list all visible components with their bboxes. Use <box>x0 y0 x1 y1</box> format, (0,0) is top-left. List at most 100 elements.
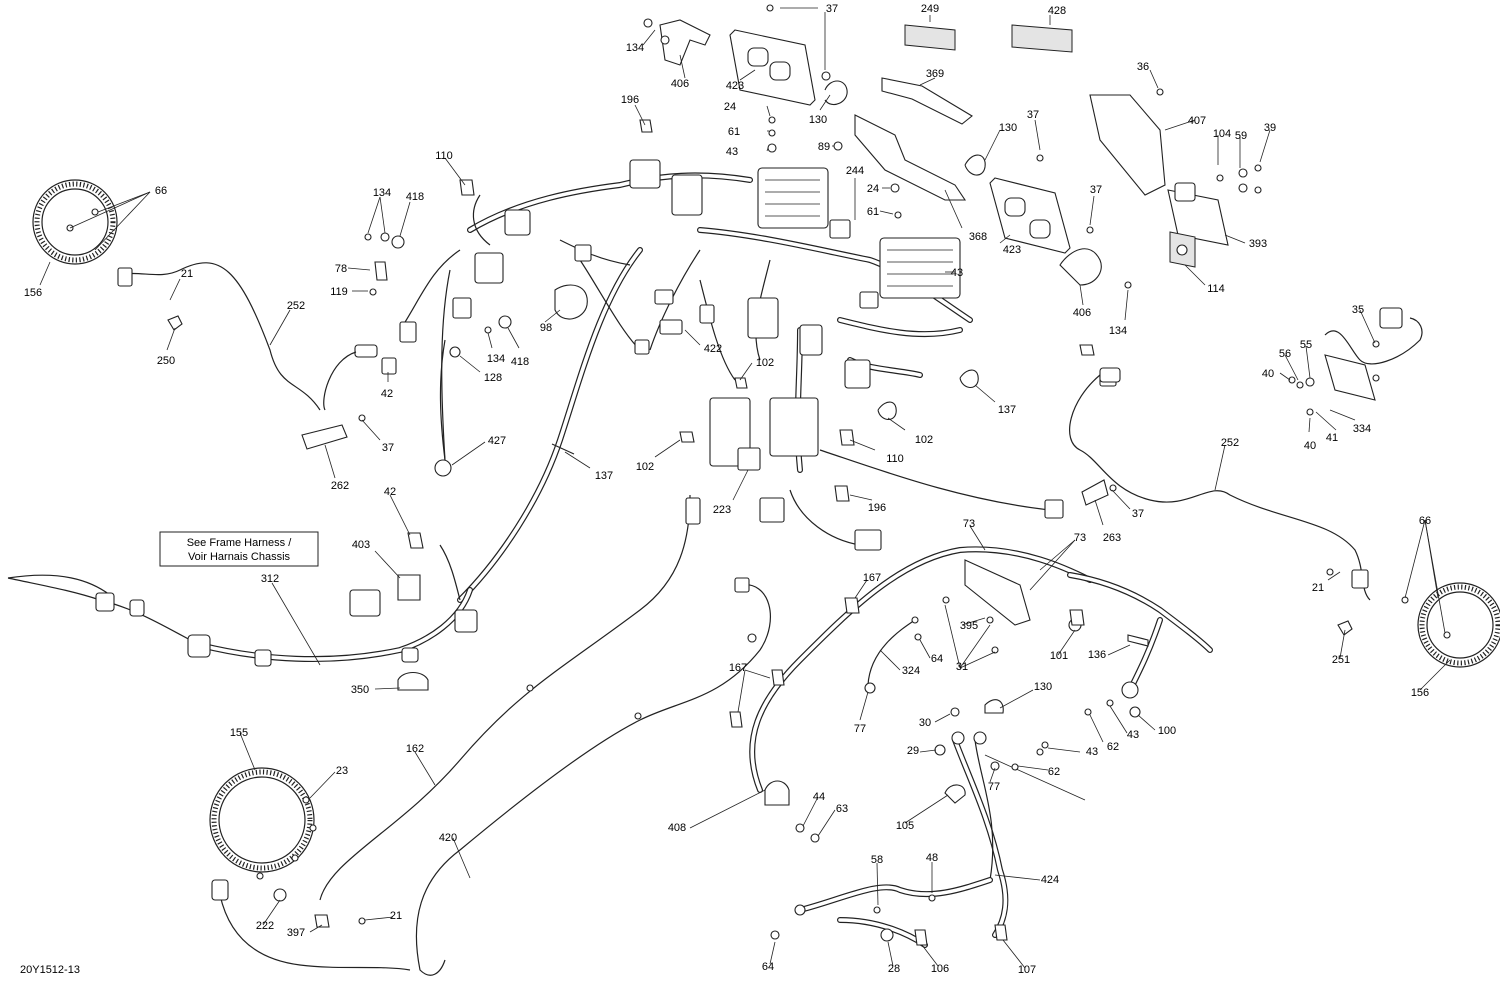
callout-label: 134 <box>1109 325 1127 337</box>
callout-label: 63 <box>836 803 848 815</box>
left-mid-parts <box>364 232 588 549</box>
callout-label: 21 <box>1312 582 1324 594</box>
callout-label: 66 <box>1419 515 1431 527</box>
callout-label: 41 <box>1326 432 1338 444</box>
small-clips <box>459 119 1095 728</box>
frame-harness-note: See Frame Harness / Voir Harnais Chassis <box>159 531 319 567</box>
frame-note-line1: See Frame Harness / <box>187 537 292 549</box>
callout-label: 40 <box>1262 368 1274 380</box>
callout-label: 263 <box>1103 532 1121 544</box>
callout-label: 106 <box>931 963 949 975</box>
callout-label: 395 <box>960 620 978 632</box>
callout-label: 64 <box>762 961 774 973</box>
callout-label: 77 <box>988 781 1000 793</box>
callout-label: 406 <box>1073 307 1091 319</box>
callout-label: 64 <box>931 653 943 665</box>
callout-label: 223 <box>713 504 731 516</box>
callout-label: 101 <box>1050 650 1068 662</box>
callout-label: 36 <box>1137 61 1149 73</box>
callout-label: 59 <box>1235 130 1247 142</box>
callout-label: 43 <box>951 267 963 279</box>
callout-label: 28 <box>888 963 900 975</box>
callout-label: 24 <box>867 183 879 195</box>
callout-label: 420 <box>439 832 457 844</box>
callout-label: 62 <box>1107 741 1119 753</box>
callout-label: 167 <box>729 662 747 674</box>
callout-label: 43 <box>1086 746 1098 758</box>
callout-label: 134 <box>626 42 644 54</box>
callout-label: 406 <box>671 78 689 90</box>
callout-label: 368 <box>969 231 987 243</box>
callout-label: 134 <box>373 187 391 199</box>
callout-label: 42 <box>384 486 396 498</box>
right-front-wheel-sensor <box>1069 367 1500 668</box>
callout-label: 48 <box>926 852 938 864</box>
callout-label: 156 <box>24 287 42 299</box>
callout-label: 423 <box>1003 244 1021 256</box>
callout-label: 61 <box>867 206 879 218</box>
callout-label: 35 <box>1352 304 1364 316</box>
callout-label: 424 <box>1041 874 1059 886</box>
callout-label: 250 <box>157 355 175 367</box>
battery-cables <box>749 546 1213 948</box>
callout-label: 23 <box>336 765 348 777</box>
callout-label: 98 <box>540 322 552 334</box>
callout-label: 427 <box>488 435 506 447</box>
callout-label: 110 <box>435 150 453 162</box>
main-harness <box>399 159 1117 603</box>
callout-label: 408 <box>668 822 686 834</box>
module-334 <box>1288 307 1423 416</box>
callout-label: 105 <box>896 820 914 832</box>
callout-label: 156 <box>1411 687 1429 699</box>
callout-label: 350 <box>351 684 369 696</box>
callout-label: 428 <box>1048 5 1066 17</box>
callout-label: 73 <box>1074 532 1086 544</box>
callout-label: 37 <box>1090 184 1102 196</box>
callout-label: 102 <box>915 434 933 446</box>
callout-label: 252 <box>1221 437 1239 449</box>
callout-labels: 249 428 37 134 406 423 369 130 36 407 19… <box>24 3 1431 976</box>
callout-label: 196 <box>868 502 886 514</box>
callout-label: 397 <box>287 927 305 939</box>
callout-label: 104 <box>1213 128 1231 140</box>
frame-note-line2: Voir Harnais Chassis <box>188 551 291 563</box>
callout-label: 37 <box>382 442 394 454</box>
lower-left-harness <box>7 544 478 691</box>
callout-label: 130 <box>999 122 1017 134</box>
callout-label: 251 <box>1332 654 1350 666</box>
callout-label: 136 <box>1088 649 1106 661</box>
callout-label: 44 <box>813 791 825 803</box>
callout-label: 196 <box>621 94 639 106</box>
callout-label: 369 <box>926 68 944 80</box>
callout-label: 422 <box>704 343 722 355</box>
callout-label: 43 <box>726 146 738 158</box>
callout-label: 78 <box>335 263 347 275</box>
callout-label: 167 <box>863 572 881 584</box>
callout-label: 119 <box>330 286 348 298</box>
callout-label: 58 <box>871 854 883 866</box>
callout-label: 102 <box>636 461 654 473</box>
callout-label: 61 <box>728 126 740 138</box>
callout-label: 56 <box>1279 348 1291 360</box>
callout-label: 42 <box>381 388 393 400</box>
callout-label: 66 <box>155 185 167 197</box>
callout-label: 393 <box>1249 238 1267 250</box>
callout-label: 324 <box>902 665 920 677</box>
callout-label: 244 <box>846 165 864 177</box>
callout-label: 334 <box>1353 423 1371 435</box>
callout-label: 407 <box>1188 115 1206 127</box>
callout-label: 418 <box>511 356 529 368</box>
callout-label: 39 <box>1264 122 1276 134</box>
callout-label: 137 <box>595 470 613 482</box>
callout-label: 21 <box>181 268 193 280</box>
callout-label: 37 <box>1027 109 1039 121</box>
callout-label: 252 <box>287 300 305 312</box>
callout-label: 130 <box>809 114 827 126</box>
callout-label: 134 <box>487 353 505 365</box>
callout-label: 29 <box>907 745 919 757</box>
callout-label: 37 <box>1132 508 1144 520</box>
callout-label: 55 <box>1300 339 1312 351</box>
callout-label: 262 <box>331 480 349 492</box>
callout-label: 162 <box>406 743 424 755</box>
